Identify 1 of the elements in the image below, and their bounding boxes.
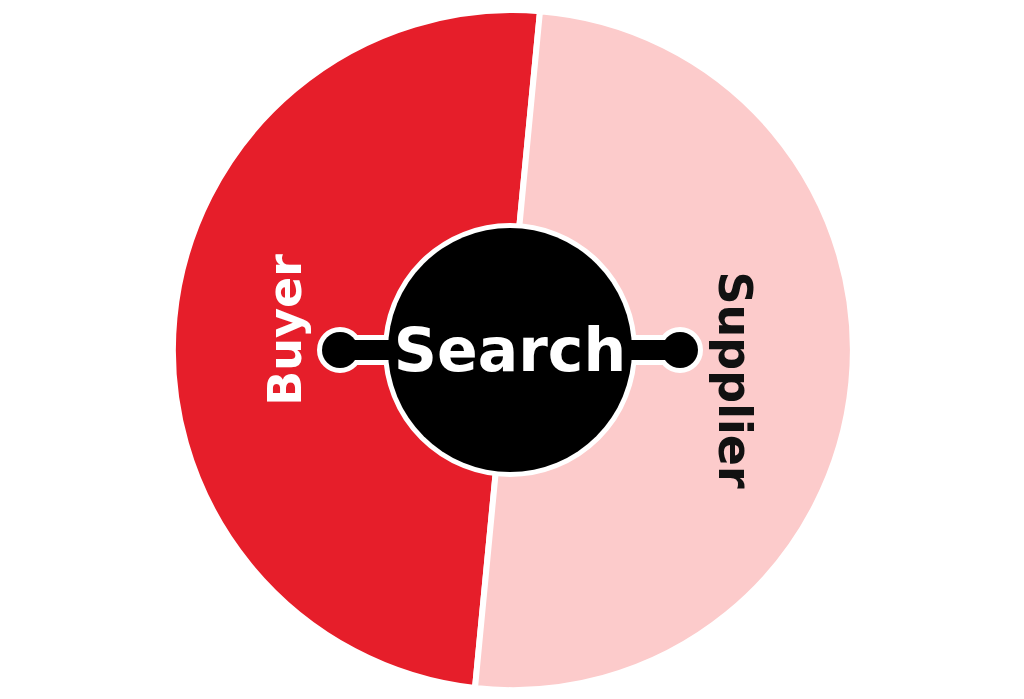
center-label: Search: [393, 320, 627, 380]
